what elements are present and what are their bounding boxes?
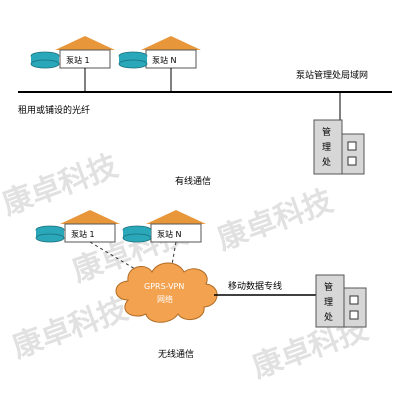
office-wing (341, 133, 365, 175)
station-label: 泵站 N (157, 229, 182, 239)
fiber-label: 租用或铺设的光纤 (18, 104, 90, 116)
wired-station-n: 泵站 N (118, 36, 201, 69)
roof-icon (141, 36, 201, 50)
wireless-station-n: 泵站 N (122, 210, 206, 243)
window-icon (347, 156, 357, 166)
wireless-management-office: 管 理 处 (315, 274, 367, 328)
office-char: 管 (324, 281, 333, 293)
office-wing (343, 287, 367, 328)
office-building (315, 274, 345, 328)
station-label: 泵站 N (152, 55, 177, 65)
wireless-caption: 无线通信 (158, 348, 194, 360)
watermark-text: 康卓科技 (213, 184, 338, 258)
office-char: 处 (324, 311, 333, 323)
station-label: 泵站 1 (66, 55, 90, 65)
dedicated-line-label: 移动数据专线 (228, 280, 282, 292)
roof-icon (60, 210, 120, 224)
lan-label: 泵站管理处局域网 (296, 69, 368, 81)
cloud-icon (115, 262, 218, 323)
office-char: 理 (324, 297, 333, 308)
cloud-label-line1: GPRS-VPN (144, 282, 184, 291)
wired-management-office: 管 理 处 (313, 119, 365, 175)
office-char: 理 (322, 142, 331, 153)
wireless-station-1: 泵站 1 (35, 210, 120, 243)
station-label: 泵站 1 (71, 229, 95, 239)
watermark-text: 康卓科技 (8, 292, 133, 366)
office-char: 处 (322, 156, 331, 168)
window-icon (349, 295, 359, 305)
tank-bottom (118, 59, 148, 69)
tank-bottom (122, 233, 152, 243)
roof-icon (55, 36, 115, 50)
wired-station-1: 泵站 1 (30, 36, 115, 69)
cloud-label-line2: 网络 (157, 294, 173, 304)
window-icon (347, 141, 357, 151)
window-icon (349, 310, 359, 320)
office-building (313, 119, 343, 175)
roof-icon (146, 210, 206, 224)
office-char: 管 (322, 126, 331, 138)
watermark-text: 康卓科技 (0, 149, 123, 223)
tank-bottom (35, 233, 65, 243)
tank-bottom (30, 59, 60, 69)
wired-caption: 有线通信 (175, 175, 211, 187)
gprs-vpn-cloud: GPRS-VPN 网络 (115, 262, 218, 323)
